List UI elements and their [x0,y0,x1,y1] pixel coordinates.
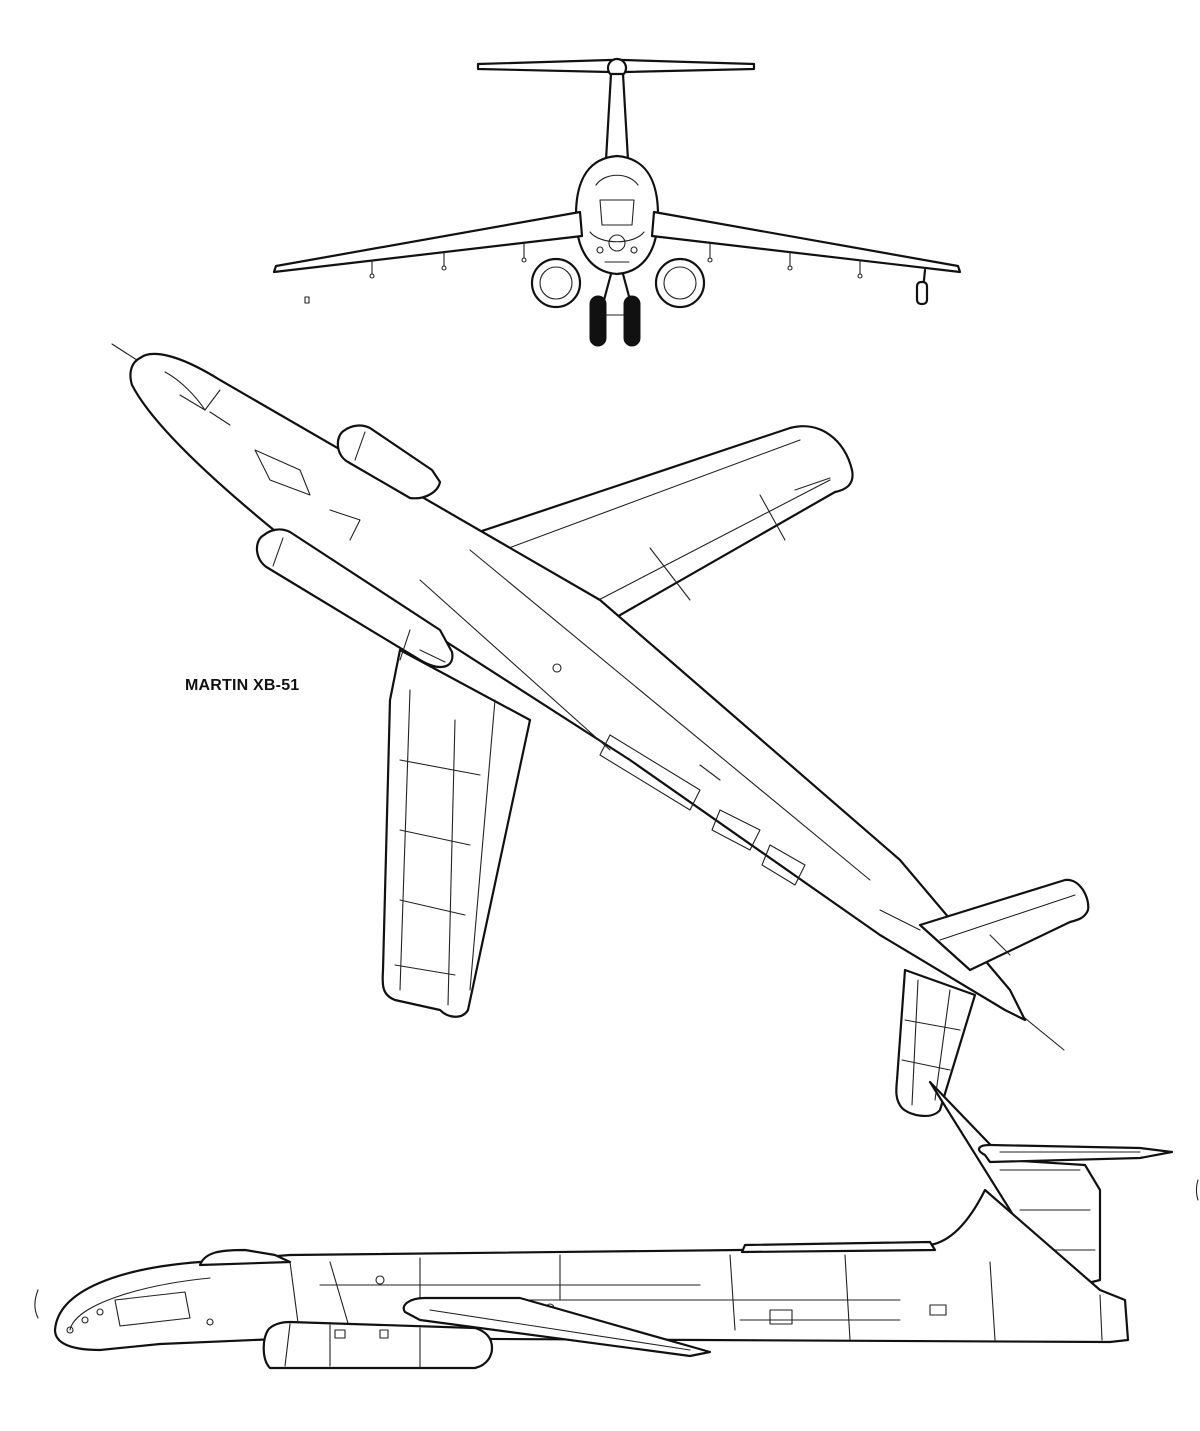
top-engine-lower [255,528,454,669]
side-view [34,1080,1199,1370]
front-wing-right [650,210,962,274]
front-main-gear-right [623,295,641,347]
side-dorsal [740,1240,937,1254]
side-canopy [198,1248,292,1267]
front-engine-left [530,257,582,309]
front-view [272,57,962,347]
front-fuselage [574,154,660,276]
front-fin [604,72,630,162]
top-engine-upper [336,424,442,500]
side-engine-pod [262,1320,494,1370]
front-engine-right [654,257,706,309]
top-wing-lower [381,648,532,1018]
front-wing-left [272,210,584,274]
front-main-gear-left [589,295,607,347]
side-fuselage [53,1188,1130,1352]
side-tailplane [977,1143,1174,1164]
top-tailplane-upper [918,878,1090,972]
top-fuselage [129,352,1027,1022]
top-tailplane-lower [895,968,977,1117]
top-view [111,343,1090,1117]
aircraft-title-label: MARTIN XB-51 [185,677,300,694]
